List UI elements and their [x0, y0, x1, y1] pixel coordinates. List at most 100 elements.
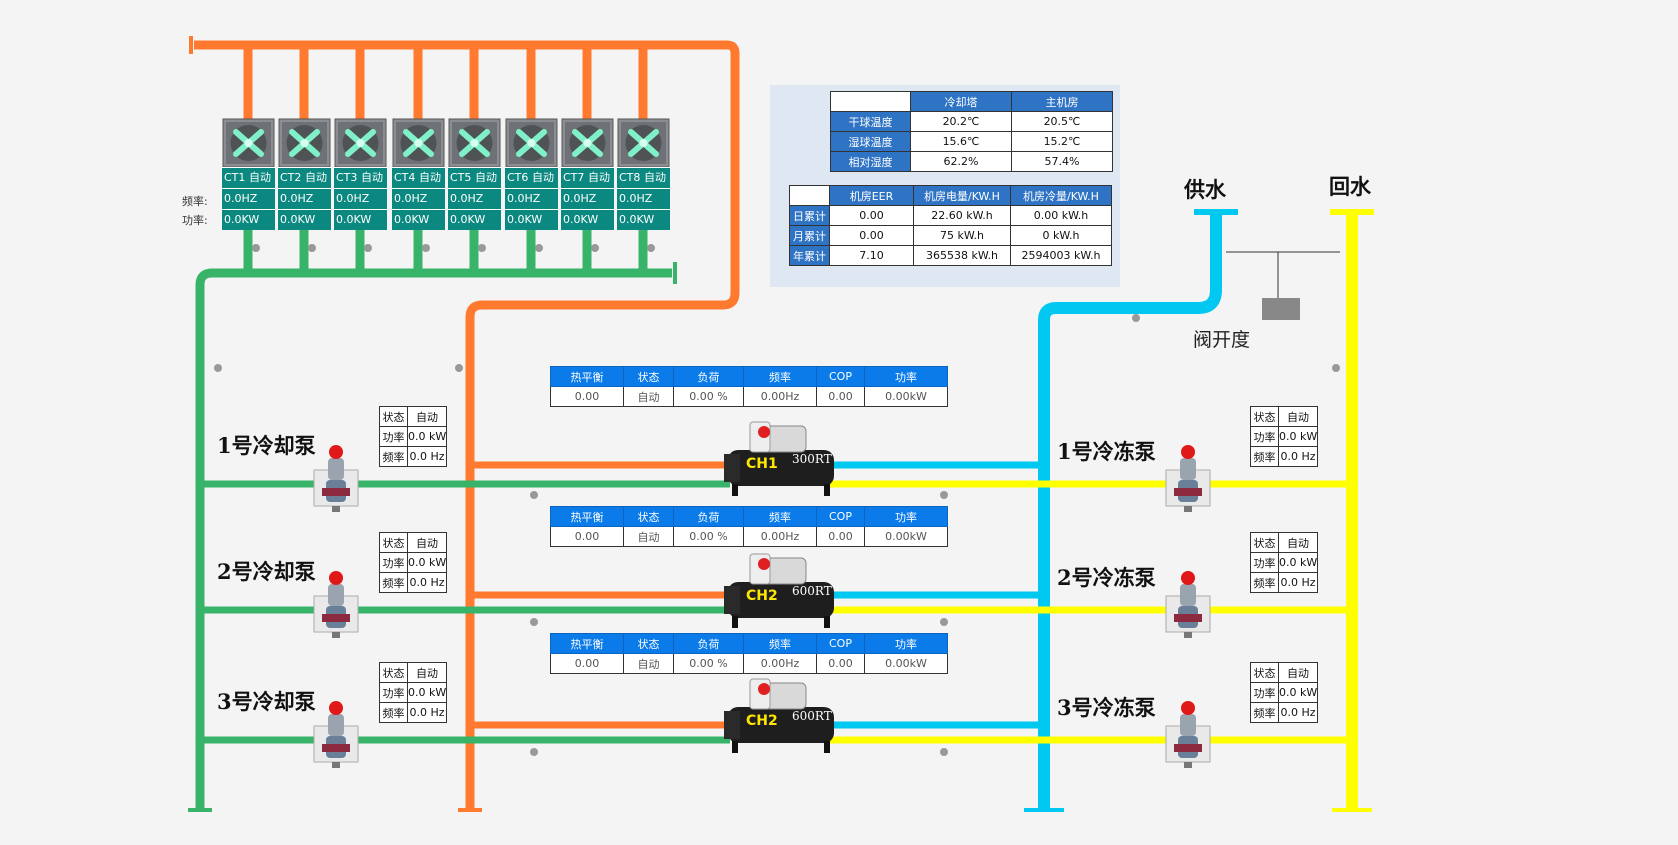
- kpi-value: 0.00: [816, 386, 865, 407]
- pump-info-value: 自动: [407, 662, 447, 683]
- pump-info-label: 频率: [379, 446, 408, 467]
- chiller-capacity: 600RT: [792, 709, 832, 723]
- pump-info-value: 0.0 Hz: [407, 572, 447, 593]
- energy-cool-value: 0.00 kW.h: [1010, 205, 1112, 226]
- fan-icon[interactable]: [392, 118, 445, 168]
- pump-info-label: 状态: [379, 532, 408, 553]
- env-room-value: 57.4%: [1011, 151, 1113, 172]
- kpi-value: 0.00Hz: [743, 386, 817, 407]
- pump-info-value: 0.0 kW: [407, 682, 447, 703]
- energy-elec-value: 22.60 kW.h: [913, 205, 1011, 226]
- env-header-tower: 冷却塔: [910, 91, 1012, 112]
- pump-info-label: 频率: [379, 702, 408, 723]
- fan-icon[interactable]: [561, 118, 614, 168]
- kpi-value: 0.00: [550, 386, 624, 407]
- pump-info-value: 自动: [1278, 406, 1318, 427]
- kpi-header: COP: [816, 633, 865, 654]
- fan-icon[interactable]: [222, 118, 275, 168]
- fan-icon[interactable]: [334, 118, 387, 168]
- kpi-value: 0.00: [816, 653, 865, 674]
- ct-name: CT7: [563, 171, 585, 184]
- env-row-label: 相对湿度: [830, 151, 911, 172]
- ct-freq: 0.0HZ: [278, 188, 331, 209]
- cooling-pump-name: 3号冷却泵: [217, 689, 316, 714]
- chiller-tag: CH1: [746, 456, 778, 472]
- env-tower-value: 62.2%: [910, 151, 1012, 172]
- energy-cool-value: 0 kW.h: [1010, 225, 1112, 246]
- ct-name: CT5: [450, 171, 472, 184]
- ct-power: 0.0KW: [334, 209, 387, 230]
- ct-name: CT4: [394, 171, 416, 184]
- ct-power: 0.0KW: [505, 209, 558, 230]
- chilled-pump-name: 3号冷冻泵: [1057, 695, 1156, 720]
- kpi-header: 频率: [743, 366, 817, 387]
- cooling-pump-name: 2号冷却泵: [217, 559, 316, 584]
- kpi-value: 0.00 %: [673, 386, 744, 407]
- cooling-supply-pipes: [194, 40, 740, 810]
- ct-power: 0.0KW: [617, 209, 670, 230]
- fan-icon[interactable]: [448, 118, 501, 168]
- pump-icon[interactable]: [1164, 696, 1212, 774]
- pump-icon[interactable]: [312, 696, 360, 774]
- kpi-value: 0.00: [550, 526, 624, 547]
- ct-freq: 0.0HZ: [334, 188, 387, 209]
- kpi-header: 负荷: [673, 506, 744, 527]
- pump-info-value: 0.0 kW: [1278, 682, 1318, 703]
- ct-mode: 自动: [532, 171, 554, 184]
- fan-icon[interactable]: [617, 118, 670, 168]
- chilled-pump-name: 1号冷冻泵: [1057, 439, 1156, 464]
- chilled-pump-name: 2号冷冻泵: [1057, 565, 1156, 590]
- kpi-value: 0.00: [816, 526, 865, 547]
- pump-info-value: 0.0 Hz: [1278, 572, 1318, 593]
- env-room-value: 20.5℃: [1011, 111, 1113, 132]
- sensor-icons: [214, 244, 1340, 756]
- valve-actuator-icon[interactable]: [1262, 298, 1300, 320]
- kpi-value: 0.00kW: [864, 526, 948, 547]
- env-header-room: 主机房: [1011, 91, 1113, 112]
- pump-info-label: 频率: [379, 572, 408, 593]
- ct-mode: 自动: [588, 171, 610, 184]
- ct-mode: 自动: [305, 171, 327, 184]
- pump-icon[interactable]: [312, 440, 360, 518]
- kpi-value: 自动: [623, 526, 674, 547]
- pump-icon[interactable]: [312, 566, 360, 644]
- pump-info-value: 自动: [407, 406, 447, 427]
- pump-icon[interactable]: [1164, 566, 1212, 644]
- kpi-header: COP: [816, 366, 865, 387]
- kpi-header: 状态: [623, 506, 674, 527]
- env-tower-value: 20.2℃: [910, 111, 1012, 132]
- ct-freq: 0.0HZ: [392, 188, 445, 209]
- ct-mode: 自动: [475, 171, 497, 184]
- ct-mode: 自动: [249, 171, 271, 184]
- ct-name: CT8: [619, 171, 641, 184]
- pump-icon[interactable]: [1164, 440, 1212, 518]
- environment-table: 冷却塔 主机房 干球温度 20.2℃ 20.5℃ 湿球温度 15.6℃ 15.2…: [830, 91, 1113, 172]
- power-row-label: 功率:: [182, 214, 208, 227]
- pump-info-label: 频率: [1250, 702, 1279, 723]
- fan-icon[interactable]: [505, 118, 558, 168]
- pump-info-value: 自动: [1278, 662, 1318, 683]
- pump-info-label: 频率: [1250, 446, 1279, 467]
- valve-opening-label: 阀开度: [1193, 329, 1251, 351]
- fan-icon[interactable]: [278, 118, 331, 168]
- ct-freq: 0.0HZ: [561, 188, 614, 209]
- pump-info-label: 功率: [379, 552, 408, 573]
